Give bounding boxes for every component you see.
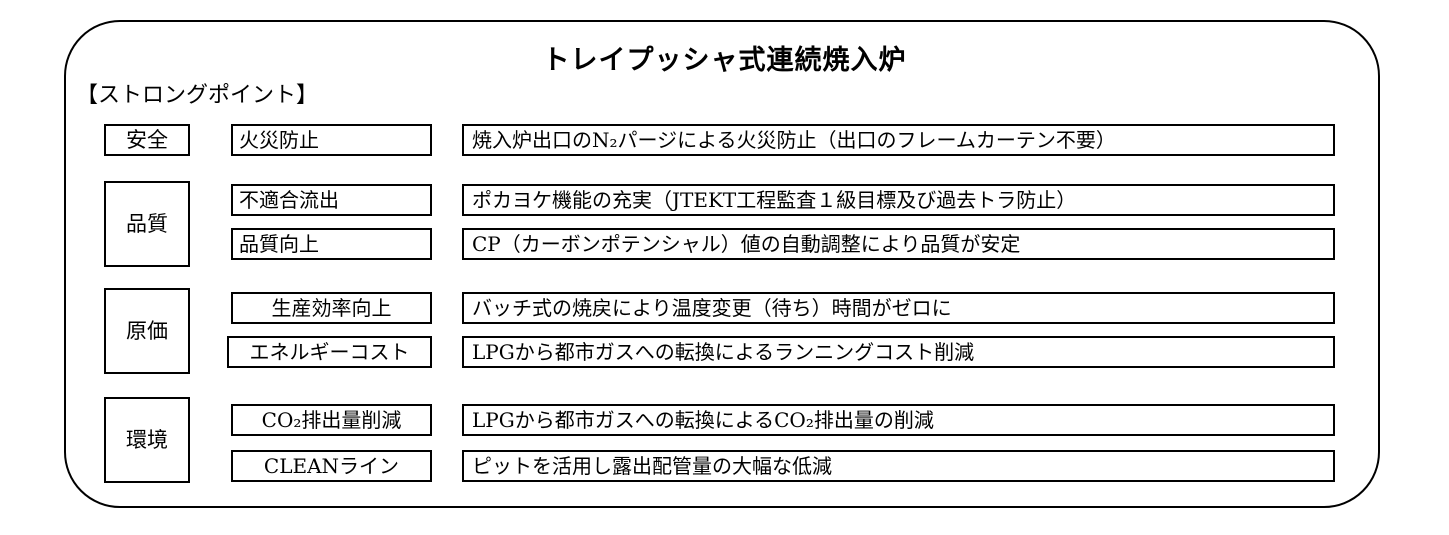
label-nonconforming-outflow: 不適合流出 xyxy=(231,184,432,216)
category-environment: 環境 xyxy=(104,397,190,483)
page-title: トレイプッシャ式連続焼入炉 xyxy=(542,45,907,76)
category-quality: 品質 xyxy=(104,181,190,267)
rounded-frame xyxy=(64,20,1380,508)
desc-energy-cost: LPGから都市ガスへの転換によるランニングコスト削減 xyxy=(462,336,1335,368)
label-co2-reduction: CO₂排出量削減 xyxy=(231,404,432,436)
category-cost: 原価 xyxy=(104,288,190,374)
desc-nonconforming-outflow: ポカヨケ機能の充実（JTEKT工程監査１級目標及び過去トラ防止） xyxy=(462,184,1335,216)
desc-quality-improvement: CP（カーボンポテンシャル）値の自動調整により品質が安定 xyxy=(462,228,1335,260)
desc-co2-reduction: LPGから都市ガスへの転換によるCO₂排出量の削減 xyxy=(462,404,1335,436)
label-clean-line: CLEANライン xyxy=(231,450,432,482)
desc-clean-line: ピットを活用し露出配管量の大幅な低減 xyxy=(462,450,1335,482)
strong-points-heading: 【ストロングポイント】 xyxy=(76,83,319,108)
category-safety: 安全 xyxy=(104,124,190,156)
desc-production-efficiency: バッチ式の焼戻により温度変更（待ち）時間がゼロに xyxy=(462,292,1335,324)
label-fire-prevention: 火災防止 xyxy=(231,124,432,156)
desc-fire-prevention: 焼入炉出口のN₂パージによる火災防止（出口のフレームカーテン不要） xyxy=(462,124,1335,156)
label-energy-cost: エネルギーコスト xyxy=(227,336,432,368)
label-production-efficiency: 生産効率向上 xyxy=(231,292,432,324)
label-quality-improvement: 品質向上 xyxy=(231,228,432,260)
